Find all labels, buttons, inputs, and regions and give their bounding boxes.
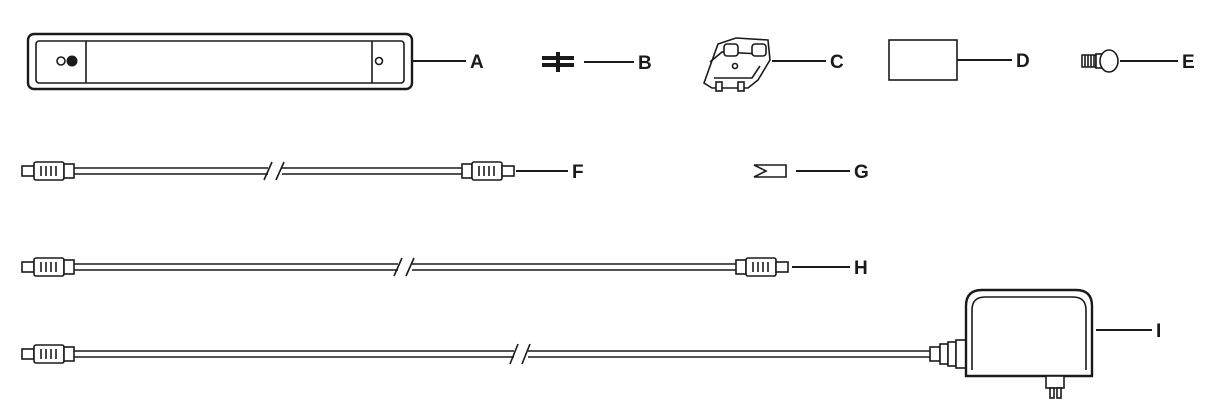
part-a-light-bar: A [26, 32, 484, 91]
label-e: E [1182, 52, 1195, 73]
label-d: D [1016, 51, 1030, 72]
label-h: H [854, 258, 868, 279]
part-h-long-cable: H [21, 257, 868, 279]
part-g-cable-clip: G [753, 162, 869, 183]
part-e-screw: E [1081, 49, 1195, 73]
part-f-short-cable: F [21, 161, 584, 183]
part-d-adhesive-pad: D [888, 39, 1030, 81]
label-i: I [1156, 321, 1161, 342]
part-i-power-adapter: I [21, 288, 1161, 399]
part-b-connector: B [542, 52, 652, 74]
label-a: A [470, 52, 484, 73]
label-c: C [830, 52, 844, 73]
part-c-mounting-clip: C [703, 37, 844, 92]
label-g: G [854, 162, 869, 183]
label-b: B [638, 53, 652, 74]
label-f: F [572, 162, 584, 183]
